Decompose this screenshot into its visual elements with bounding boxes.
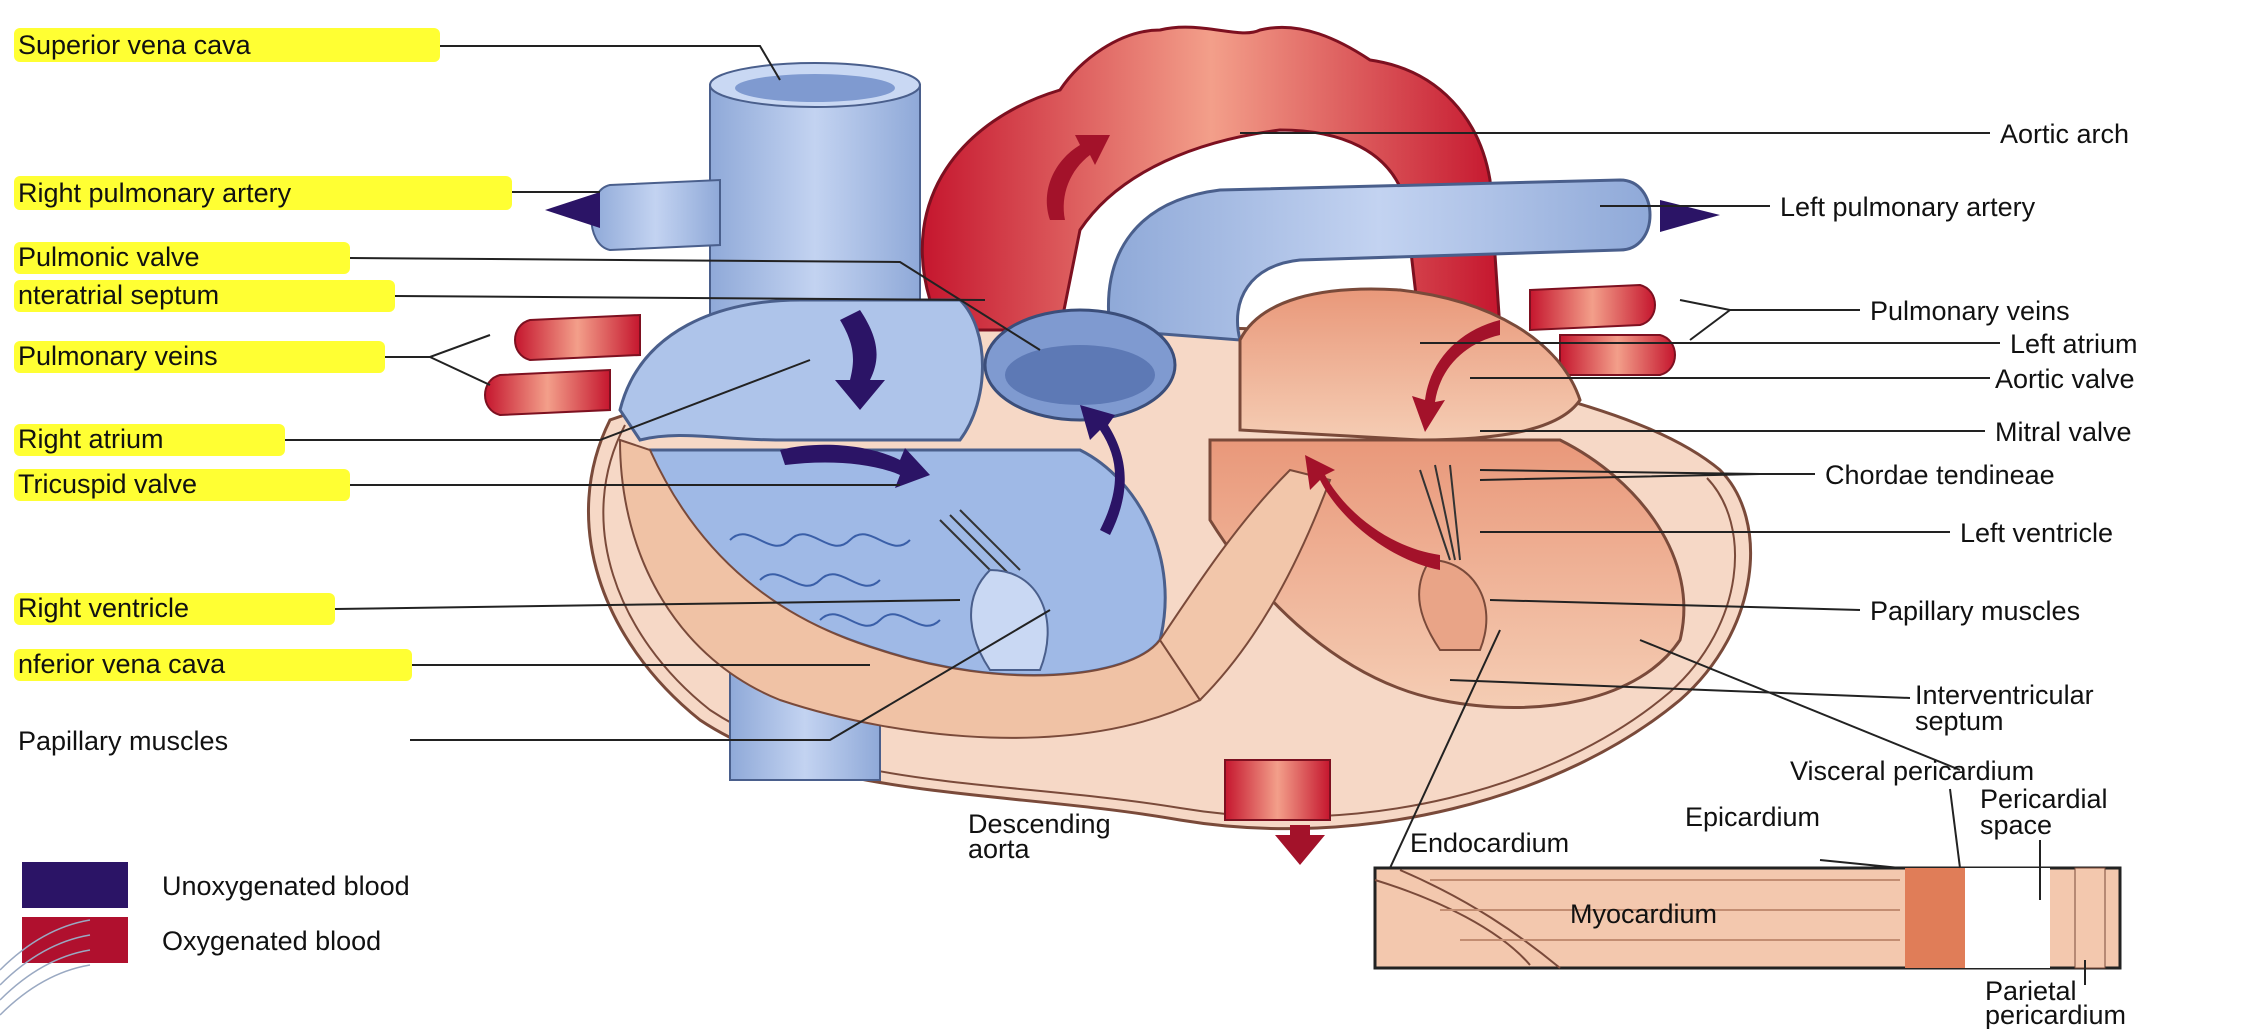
label-visceral-pericardium: Visceral pericardium — [1790, 756, 2034, 786]
legend-label-oxygenated: Oxygenated blood — [162, 926, 381, 956]
label-pulmonary-veins-right: Pulmonary veins — [18, 341, 218, 371]
label-inferior-vena-cava: nferior vena cava — [18, 649, 226, 679]
label-papillary-muscles-right: Papillary muscles — [1870, 596, 2080, 626]
label-right-ventricle: Right ventricle — [18, 593, 189, 623]
label-interventricular-septum-2: septum — [1915, 706, 2004, 736]
labels-right: Aortic arch Left pulmonary artery Pulmon… — [1780, 119, 2138, 736]
labels-left: Superior vena cava Right pulmonary arter… — [14, 28, 512, 756]
label-left-atrium: Left atrium — [2010, 329, 2138, 359]
pulmonary-veins-right — [485, 315, 640, 415]
label-pericardial-space-2: space — [1980, 810, 2052, 840]
legend-swatch-unoxygenated — [22, 862, 128, 908]
label-papillary-muscles-left: Papillary muscles — [18, 726, 228, 756]
label-pulmonic-valve: Pulmonic valve — [18, 242, 200, 272]
label-left-pulmonary-artery: Left pulmonary artery — [1780, 192, 2036, 222]
right-pulmonary-artery — [591, 180, 720, 250]
label-myocardium: Myocardium — [1570, 899, 1717, 929]
superior-vena-cava — [710, 85, 920, 320]
label-right-atrium: Right atrium — [18, 424, 164, 454]
label-epicardium: Epicardium — [1685, 802, 1820, 832]
label-right-pulmonary-artery: Right pulmonary artery — [18, 178, 292, 208]
label-mitral-valve: Mitral valve — [1995, 417, 2132, 447]
label-endocardium: Endocardium — [1410, 828, 1569, 858]
right-atrium — [620, 300, 983, 440]
heart-illustration — [485, 27, 2120, 968]
descending-aorta — [1225, 760, 1330, 820]
label-superior-vena-cava: Superior vena cava — [18, 30, 252, 60]
label-pulmonary-veins-left: Pulmonary veins — [1870, 296, 2070, 326]
pericardium-inset — [1375, 868, 2120, 968]
label-tricuspid-valve: Tricuspid valve — [18, 469, 197, 499]
label-aortic-valve: Aortic valve — [1995, 364, 2135, 394]
label-left-ventricle: Left ventricle — [1960, 518, 2113, 548]
label-interatrial-septum: nteratrial septum — [18, 280, 219, 310]
label-descending-aorta-2: aorta — [968, 834, 1031, 864]
legend: Unoxygenated blood Oxygenated blood — [22, 862, 410, 963]
label-aortic-arch: Aortic arch — [2000, 119, 2129, 149]
legend-label-unoxygenated: Unoxygenated blood — [162, 871, 410, 901]
label-chordae-tendineae: Chordae tendineae — [1825, 460, 2055, 490]
label-parietal-pericardium-2: pericardium — [1985, 1000, 2126, 1029]
